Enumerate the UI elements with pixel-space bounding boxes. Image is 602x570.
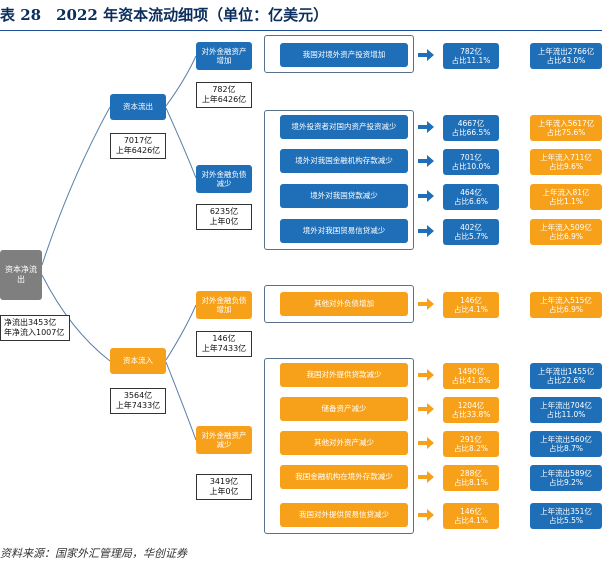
root-note: 净流出3453亿 年净流入1007亿 — [0, 315, 70, 341]
arrow-right-icon — [418, 190, 434, 202]
group-note: 146亿 上年7433亿 — [196, 331, 252, 357]
item-prev-year: 上年流入81亿 占比1.1% — [530, 184, 602, 210]
arrow-right-icon — [418, 298, 434, 310]
root-node: 资本净流出 — [0, 250, 42, 300]
group-outflow-assets-increase: 对外金融资产增加 — [196, 42, 252, 70]
item-label: 其他对外负债增加 — [280, 292, 408, 316]
arrow-right-icon — [418, 49, 434, 61]
item-prev-year: 上年流出1455亿 占比22.6% — [530, 363, 602, 389]
item-label: 境外对我国贸易信贷减少 — [280, 219, 408, 243]
arrow-right-icon — [418, 437, 434, 449]
item-prev-year: 上年流出351亿 占比5.5% — [530, 503, 602, 529]
item-label: 其他对外资产减少 — [280, 431, 408, 455]
connector-outflow-g1 — [165, 55, 197, 107]
item-label: 境外对我国金融机构存款减少 — [280, 149, 408, 173]
item-value: 1204亿 占比33.8% — [443, 397, 499, 423]
source-note: 资料来源：国家外汇管理局，华创证券 — [0, 547, 187, 560]
outflow-node: 资本流出 — [110, 94, 166, 120]
item-value: 4667亿 占比66.5% — [443, 115, 499, 141]
item-value: 291亿 占比8.2% — [443, 431, 499, 457]
title-divider — [0, 30, 602, 31]
outflow-note: 7017亿 上年6426亿 — [110, 133, 166, 159]
inflow-note: 3564亿 上年7433亿 — [110, 388, 166, 414]
group-note: 6235亿 上年0亿 — [196, 204, 252, 230]
item-prev-year: 上年流出2766亿 占比43.0% — [530, 43, 602, 69]
arrow-right-icon — [418, 471, 434, 483]
item-label: 我国对外提供贸易信贷减少 — [280, 503, 408, 527]
item-prev-year: 上年流入515亿 占比6.9% — [530, 292, 602, 318]
connector-inflow-g1 — [165, 304, 197, 361]
item-prev-year: 上年流出589亿 占比9.2% — [530, 465, 602, 491]
connector-inflow-g2 — [165, 361, 197, 441]
group-inflow-liabilities-increase: 对外金融负债增加 — [196, 291, 252, 319]
arrow-right-icon — [418, 121, 434, 133]
connector-outflow-g2 — [165, 107, 197, 179]
item-value: 1490亿 占比41.8% — [443, 363, 499, 389]
item-label: 境外投资者对国内资产投资减少 — [280, 115, 408, 139]
item-prev-year: 上年流出560亿 占比8.7% — [530, 431, 602, 457]
arrow-right-icon — [418, 155, 434, 167]
arrow-right-icon — [418, 225, 434, 237]
item-value: 402亿 占比5.7% — [443, 219, 499, 245]
connector-root-inflow — [41, 274, 111, 362]
item-prev-year: 上年流入509亿 占比6.9% — [530, 219, 602, 245]
item-label: 境外对我国贷款减少 — [280, 184, 408, 208]
item-value: 146亿 占比4.1% — [443, 292, 499, 318]
item-value: 288亿 占比8.1% — [443, 465, 499, 491]
item-label: 我国对外提供贷款减少 — [280, 363, 408, 387]
group-outflow-liabilities-decrease: 对外金融负债减少 — [196, 165, 252, 193]
arrow-right-icon — [418, 509, 434, 521]
item-value: 464亿 占比6.6% — [443, 184, 499, 210]
arrow-right-icon — [418, 369, 434, 381]
item-label: 我国对境外资产投资增加 — [280, 43, 408, 67]
item-prev-year: 上年流入5617亿 占比75.6% — [530, 115, 602, 141]
group-note: 782亿 上年6426亿 — [196, 82, 252, 108]
inflow-node: 资本流入 — [110, 348, 166, 374]
item-prev-year: 上年流入711亿 占比9.6% — [530, 149, 602, 175]
item-label: 储备资产减少 — [280, 397, 408, 421]
item-value: 701亿 占比10.0% — [443, 149, 499, 175]
connector-root-outflow — [41, 106, 111, 266]
item-value: 146亿 占比4.1% — [443, 503, 499, 529]
page-title: 表 28 2022 年资本流动细项（单位：亿美元） — [0, 6, 329, 24]
item-value: 782亿 占比11.1% — [443, 43, 499, 69]
arrow-right-icon — [418, 403, 434, 415]
group-inflow-assets-decrease: 对外金融资产减少 — [196, 426, 252, 454]
group-note: 3419亿 上年0亿 — [196, 474, 252, 500]
item-prev-year: 上年流出704亿 占比11.0% — [530, 397, 602, 423]
item-label: 我国金融机构在境外存款减少 — [280, 465, 408, 489]
